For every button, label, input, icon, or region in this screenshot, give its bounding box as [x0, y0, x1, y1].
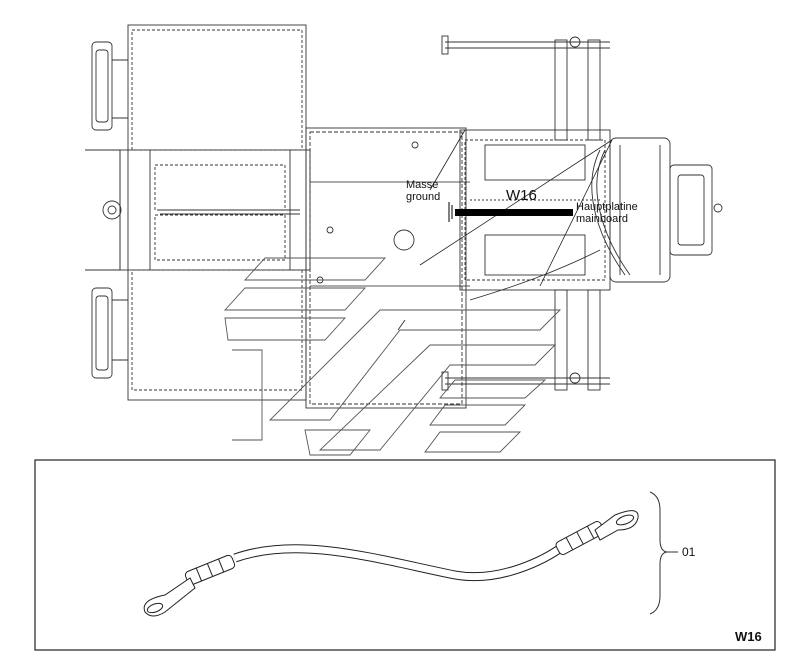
detail-tag: W16	[735, 629, 762, 644]
ground-label-en: ground	[406, 191, 441, 203]
ground-label: Masse ground	[406, 179, 440, 203]
cable-route-lines	[310, 129, 613, 331]
mainboard-label: Hauptplatine mainboard	[576, 201, 638, 225]
detail-frame	[34, 459, 776, 651]
machine-outline	[85, 24, 723, 409]
cable-id-label: W16	[506, 187, 537, 204]
ground-cable-illustration	[143, 510, 639, 617]
w16-cable-bar	[448, 202, 573, 222]
part-reference-number: 01	[682, 545, 696, 559]
ground-label-de: Masse	[406, 179, 439, 191]
watermark-logo	[223, 257, 562, 456]
mainboard-label-de: Hauptplatine	[576, 201, 638, 213]
mainboard-label-en: mainboard	[576, 213, 628, 225]
